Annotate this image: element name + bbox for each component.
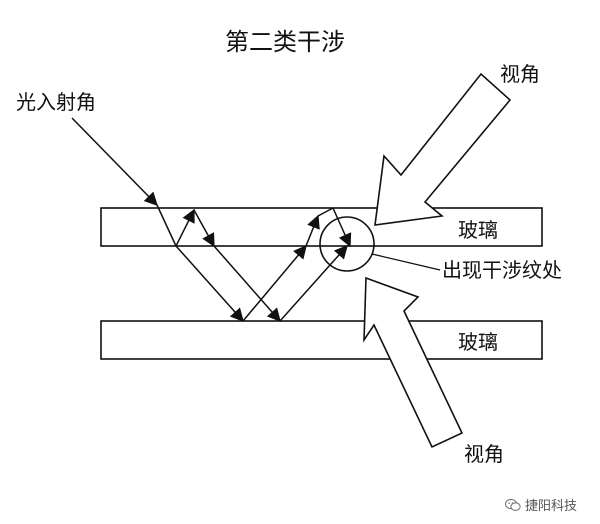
watermark-text: 捷阳科技	[525, 499, 578, 514]
diagram-title: 第二类干涉	[225, 28, 345, 56]
incident-ray	[71, 117, 158, 206]
view-angle-label-top: 视角	[500, 62, 540, 86]
view-arrow-bottom	[363, 276, 464, 449]
light-path-2	[213, 207, 352, 323]
glass-plate-bottom	[100, 320, 543, 360]
view-angle-label-bottom: 视角	[464, 442, 504, 466]
watermark: 捷阳科技	[505, 495, 577, 514]
fringe-circle	[319, 216, 375, 272]
glass-label-top: 玻璃	[458, 218, 498, 242]
fringe-pointer	[371, 253, 441, 271]
light-path-1	[156, 204, 320, 323]
view-arrow-top	[374, 72, 512, 226]
glass-label-bottom: 玻璃	[458, 330, 498, 354]
fringe-location-label: 出现干涉纹处	[442, 258, 562, 282]
incident-angle-label: 光入射角	[16, 90, 96, 114]
wechat-icon	[505, 498, 521, 511]
